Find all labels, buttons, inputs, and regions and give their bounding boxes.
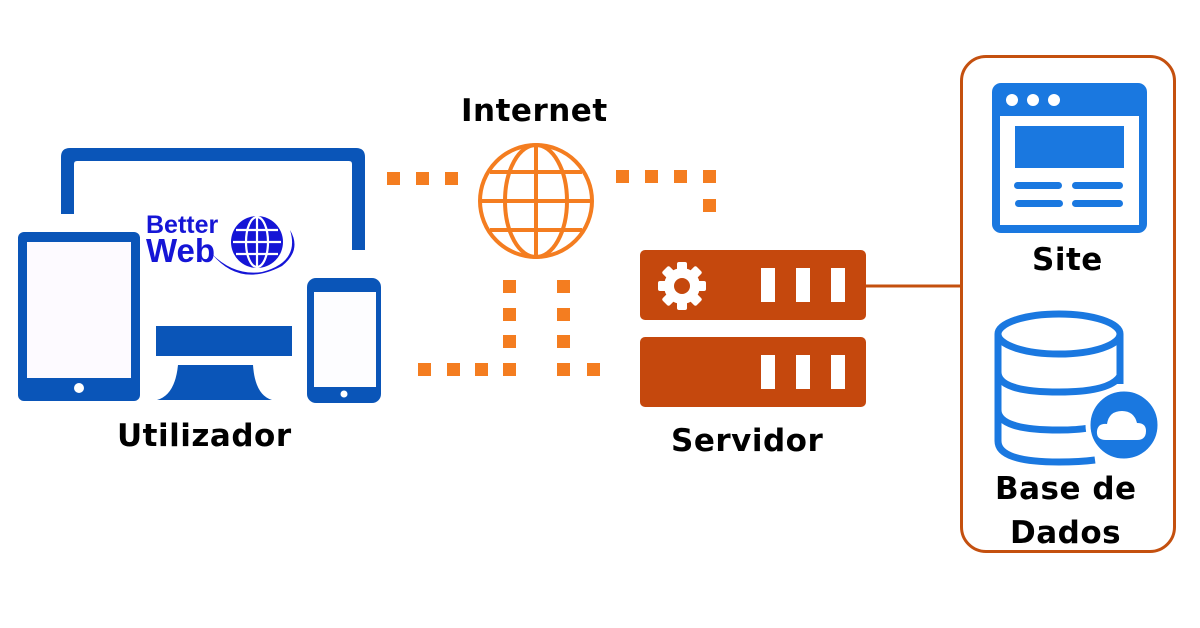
globe-icon [478,143,594,259]
monitor-bezel [156,326,292,356]
cloud-badge-icon [1085,386,1163,464]
server-drive-bays [761,268,845,389]
gear-icon [658,262,706,310]
tablet-screen [27,242,131,378]
logo-text-better: Better [146,211,219,239]
database-label-line1: Base de [995,471,1137,507]
logo-text-web: Web [146,232,215,269]
logo-globe-grid [233,215,281,269]
browser-window-icon [992,83,1147,233]
monitor-frame [61,148,365,250]
database-cloud-icon [994,310,1124,466]
hosting-panel [960,55,1176,553]
connector-user-server [418,280,600,376]
internet-label: Internet [461,93,608,129]
monitor-stand [157,365,272,400]
site-label: Site [1032,242,1103,278]
dotted-connectors [387,170,716,376]
betterweb-logo: Better Web [146,211,295,275]
database-label-line2: Dados [1010,515,1122,551]
server-icon [640,250,866,407]
devices-icon [18,148,381,403]
server-label: Servidor [671,423,824,459]
phone-home-button [340,390,348,398]
user-label: Utilizador [117,418,292,454]
tablet-home-button [74,383,84,393]
server-unit-bottom [640,337,866,407]
phone-screen [314,292,376,387]
connector-user-internet [387,172,458,185]
connector-internet-server [616,170,716,212]
